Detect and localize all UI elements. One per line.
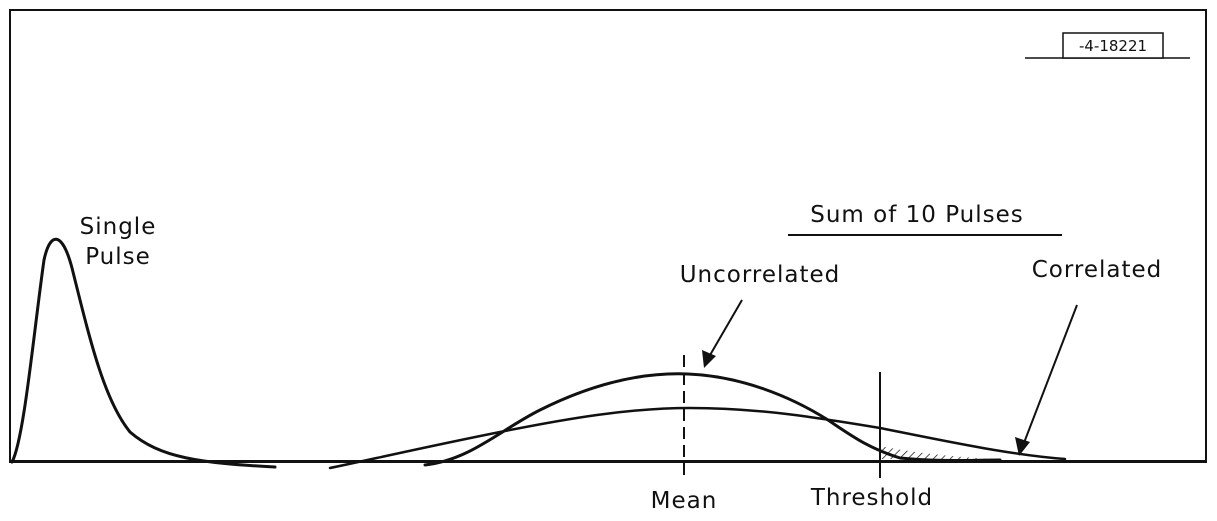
- single-pulse-label-line2: Pulse: [85, 244, 151, 270]
- correlated-arrow: [1015, 304, 1078, 456]
- correlated-curve: [328, 406, 1067, 470]
- mean-label: Mean: [651, 488, 718, 514]
- sum-heading: Sum of 10 Pulses: [810, 202, 1024, 228]
- single-pulse-curve: [10, 237, 277, 469]
- uncorrelated-curve: [423, 372, 1002, 467]
- threshold-tail-area: [880, 446, 990, 459]
- uncorrelated-label: Uncorrelated: [680, 262, 841, 288]
- correlated-label: Correlated: [1032, 257, 1163, 283]
- single-pulse-label-line1: Single: [80, 214, 157, 240]
- threshold-label: Threshold: [810, 485, 933, 511]
- figure-id-label: -4-18221: [1079, 37, 1147, 55]
- uncorrelated-arrow: [702, 299, 743, 368]
- figure-id-box: -4-18221: [1025, 32, 1190, 59]
